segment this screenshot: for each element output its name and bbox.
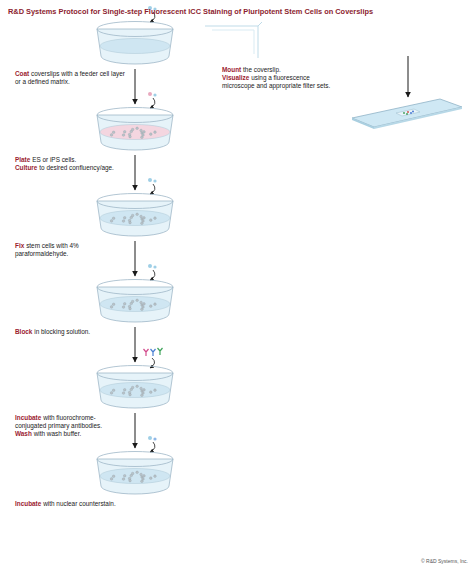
- step-line: Incubatewith nuclear counterstain.: [15, 500, 127, 508]
- step-caption: Coatcoverslips with a feeder cell layer …: [15, 70, 127, 86]
- step-instruction: the coverslip.: [243, 66, 281, 73]
- mount-arrow: [408, 56, 409, 97]
- step-dish: Fixstem cells with 4% paraformaldehyde.: [95, 192, 175, 238]
- step-dish: PlateES or iPS cells.Cultureto desired c…: [95, 106, 175, 152]
- step-verb: Culture: [15, 164, 37, 171]
- slide: [352, 99, 462, 129]
- antibody-icons: [144, 348, 163, 368]
- step-verb: Wash: [15, 430, 32, 437]
- step-caption: Incubatewith nuclear counterstain.: [15, 500, 127, 508]
- step-verb: Fix: [15, 242, 24, 249]
- step-arrow: [135, 413, 136, 448]
- copyright-note: © R&D Systems, Inc.: [421, 558, 468, 564]
- step-dish: Incubatewith fluorochrome-conjugated pri…: [95, 364, 175, 410]
- step-caption: PlateES or iPS cells.Cultureto desired c…: [15, 156, 127, 172]
- step-instruction: to desired confluency/age.: [39, 164, 114, 171]
- step-instruction: stem cells with 4% paraformaldehyde.: [15, 242, 79, 257]
- step-verb: Block: [15, 328, 32, 335]
- step-instruction: in blocking solution.: [34, 328, 90, 335]
- step-arrow: [135, 155, 136, 190]
- zoom-lines: [205, 22, 262, 58]
- step-verb: Coat: [15, 70, 29, 77]
- step-caption: Fixstem cells with 4% paraformaldehyde.: [15, 242, 127, 258]
- pipette: [148, 92, 157, 108]
- petri-dish: [95, 192, 175, 238]
- step-arrow: [135, 327, 136, 362]
- step-instruction: with wash buffer.: [34, 430, 81, 437]
- step-line: PlateES or iPS cells.: [15, 156, 127, 164]
- pipette: [148, 264, 157, 280]
- step-line: Fixstem cells with 4% paraformaldehyde.: [15, 242, 127, 258]
- step-dish: Blockin blocking solution.: [95, 278, 175, 324]
- petri-dish: [95, 278, 175, 324]
- step-line: Incubatewith fluorochrome-conjugated pri…: [15, 414, 127, 430]
- step-line: Visualizeusing a fluorescence microscope…: [222, 74, 334, 90]
- step-instruction: with nuclear counterstain.: [43, 500, 115, 507]
- step-caption: Blockin blocking solution.: [15, 328, 127, 336]
- step-caption: Mountthe coverslip.Visualizeusing a fluo…: [222, 66, 334, 89]
- step-line: Washwith wash buffer.: [15, 430, 127, 438]
- step-verb: Plate: [15, 156, 30, 163]
- step-line: Coatcoverslips with a feeder cell layer …: [15, 70, 127, 86]
- petri-dish: [95, 106, 175, 152]
- step-arrow: [135, 69, 136, 104]
- step-verb: Incubate: [15, 414, 41, 421]
- step-verb: Mount: [222, 66, 241, 73]
- step-instruction: coverslips with a feeder cell layer or a…: [15, 70, 125, 85]
- step-arrow: [135, 241, 136, 276]
- step-dish: Incubatewith nuclear counterstain.: [95, 450, 175, 496]
- step-instruction: ES or iPS cells.: [32, 156, 76, 163]
- petri-dish: [95, 450, 175, 496]
- step-verb: Incubate: [15, 500, 41, 507]
- petri-dish: [95, 364, 175, 410]
- pipette: [148, 436, 157, 452]
- step-verb: Visualize: [222, 74, 249, 81]
- step-dish: Coatcoverslips with a feeder cell layer …: [95, 20, 175, 66]
- petri-dish: [95, 20, 175, 66]
- step-line: Mountthe coverslip.: [222, 66, 334, 74]
- step-line: Blockin blocking solution.: [15, 328, 127, 336]
- step-text: Mountthe coverslip.Visualizeusing a fluo…: [222, 66, 334, 92]
- step-line: Cultureto desired confluency/age.: [15, 164, 127, 172]
- diagram-title: R&D Systems Protocol for Single-step Flu…: [8, 7, 448, 16]
- step-caption: Incubatewith fluorochrome-conjugated pri…: [15, 414, 127, 437]
- pipette: [148, 178, 157, 194]
